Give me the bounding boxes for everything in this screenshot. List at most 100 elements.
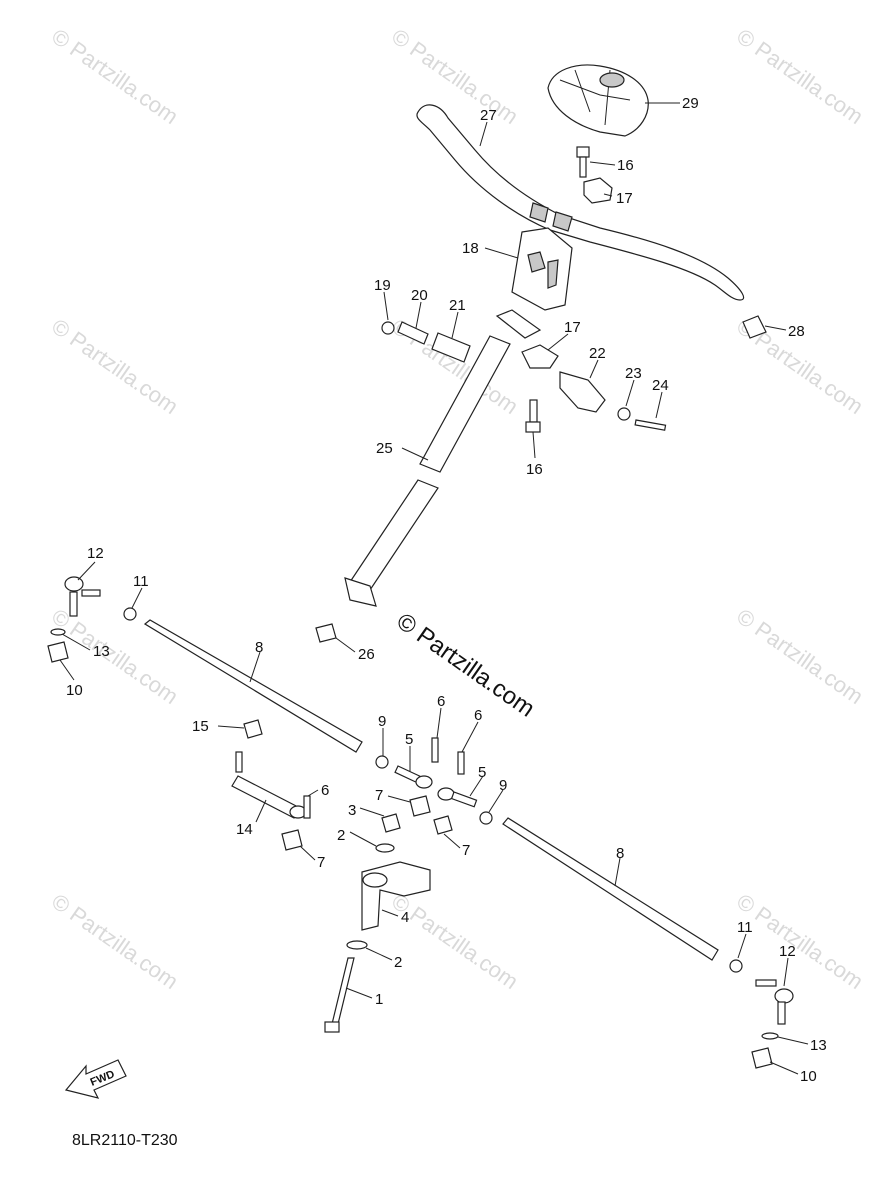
callout-13: 13: [810, 1037, 827, 1054]
handlebar-holder-upper: [583, 177, 613, 204]
callout-17: 17: [564, 319, 581, 336]
handlebar: [416, 104, 745, 301]
callout-1: 1: [375, 991, 383, 1008]
arm: [231, 751, 307, 819]
callout-6: 6: [474, 707, 482, 724]
center-watermark: © Partzilla.com: [392, 608, 540, 723]
diagram-code: 8LR2110-T230: [72, 1132, 178, 1149]
callout-21: 21: [449, 297, 466, 314]
handlebar-holder-lower: [521, 344, 559, 369]
rod-end: [450, 791, 478, 808]
switch: [431, 332, 471, 363]
callouts: 29 27 16 17 18 19 20 21 17 22 23 24 28 2…: [66, 95, 827, 1085]
nut: [751, 1047, 773, 1069]
washer: [761, 1032, 779, 1040]
nut: [381, 321, 395, 335]
callout-15: 15: [192, 718, 209, 735]
nut: [617, 407, 631, 421]
column-nut: [315, 623, 337, 643]
washer: [346, 940, 368, 950]
bar-end-cap: [742, 315, 767, 339]
callout-8: 8: [616, 845, 624, 862]
watermark: © Partzilla.com: [732, 24, 868, 130]
callout-12: 12: [87, 545, 104, 562]
callout-7: 7: [375, 787, 383, 804]
callout-16: 16: [526, 461, 543, 478]
callout-10: 10: [800, 1068, 817, 1085]
watermark: © Partzilla.com: [732, 889, 868, 995]
callout-9: 9: [499, 777, 507, 794]
watermark: © Partzilla.com: [47, 314, 183, 420]
callout-6: 6: [321, 782, 329, 799]
lock-nut: [729, 959, 743, 973]
lock-nut: [375, 755, 389, 769]
callout-24: 24: [652, 377, 669, 394]
callout-11: 11: [737, 919, 753, 936]
lock-nut: [123, 607, 137, 621]
nut: [433, 815, 453, 835]
callout-22: 22: [589, 345, 606, 362]
callout-10: 10: [66, 682, 83, 699]
clamp-bolt: [525, 399, 541, 433]
leader-lines: [59, 102, 809, 1075]
tie-rod-end-right: [755, 979, 794, 1025]
callout-7: 7: [462, 842, 470, 859]
callout-26: 26: [358, 646, 375, 663]
nut: [243, 719, 263, 739]
bolt: [303, 795, 311, 819]
handlebar-pad: [547, 64, 649, 137]
watermark: © Partzilla.com: [387, 24, 523, 130]
fwd-arrow-icon: FWD: [64, 1059, 127, 1099]
watermark: © Partzilla.com: [47, 24, 183, 130]
pitman-arm: [361, 861, 431, 931]
callout-2: 2: [337, 827, 345, 844]
watermarks: © Partzilla.com © Partzilla.com © Partzi…: [47, 24, 868, 995]
callout-18: 18: [462, 240, 479, 257]
callout-4: 4: [401, 909, 409, 926]
callout-29: 29: [682, 95, 699, 112]
lock-nut: [479, 811, 493, 825]
nut: [409, 795, 431, 817]
tie-rod-end-left: [64, 576, 101, 617]
holder-plate: [511, 227, 573, 311]
callout-12: 12: [779, 943, 796, 960]
nut: [381, 813, 401, 833]
callout-25: 25: [376, 440, 393, 457]
callout-14: 14: [236, 821, 253, 838]
callout-11: 11: [133, 573, 149, 590]
steering-column: [344, 335, 511, 607]
callout-13: 13: [93, 643, 110, 660]
bolt: [634, 419, 667, 431]
callout-3: 3: [348, 802, 356, 819]
joint: [397, 321, 429, 345]
nut: [281, 829, 303, 851]
tie-rod-right: [502, 817, 719, 961]
callout-19: 19: [374, 277, 391, 294]
watermark: © Partzilla.com: [47, 889, 183, 995]
bolt: [457, 751, 465, 775]
callout-17: 17: [616, 190, 633, 207]
callout-7: 7: [317, 854, 325, 871]
watermark: © Partzilla.com: [732, 604, 868, 710]
callout-16: 16: [617, 157, 634, 174]
washer: [50, 628, 66, 636]
callout-5: 5: [478, 764, 486, 781]
column-top: [495, 309, 542, 339]
callout-27: 27: [480, 107, 497, 124]
callout-28: 28: [788, 323, 805, 340]
callout-5: 5: [405, 731, 413, 748]
callout-2: 2: [394, 954, 402, 971]
callout-23: 23: [625, 365, 642, 382]
callout-9: 9: [378, 713, 386, 730]
tie-rod-left: [143, 619, 363, 753]
callout-8: 8: [255, 639, 263, 656]
long-bolt: [331, 957, 355, 1025]
callout-6: 6: [437, 693, 445, 710]
clamp-bolt: [576, 146, 590, 178]
bolt: [431, 737, 439, 763]
watermark: © Partzilla.com: [387, 889, 523, 995]
parts: [47, 64, 794, 1069]
washer: [375, 843, 395, 853]
callout-20: 20: [411, 287, 428, 304]
